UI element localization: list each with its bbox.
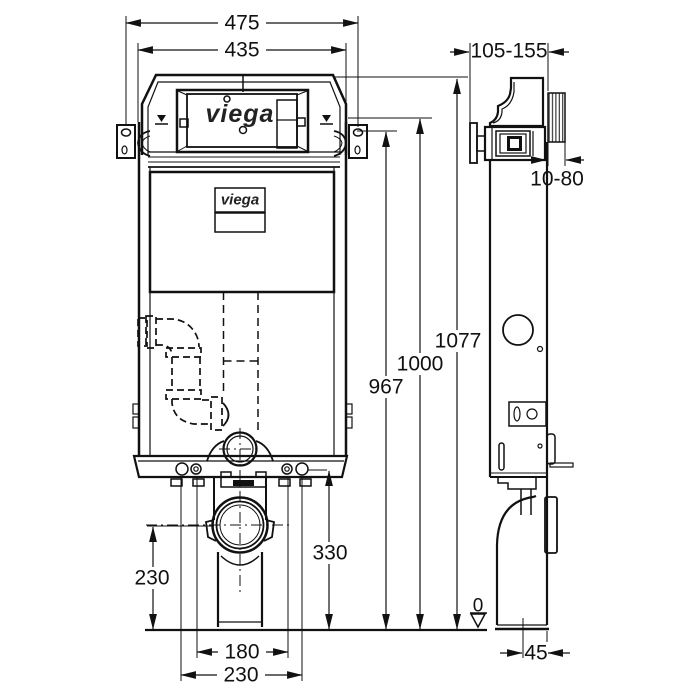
hidden-pipework <box>137 292 259 432</box>
dim-fixing-width: 230 <box>223 664 258 687</box>
support-foot <box>495 477 558 631</box>
top-bracket <box>488 76 545 128</box>
logo-dot-icon <box>223 95 231 103</box>
wall-section <box>547 92 566 143</box>
extension-lines <box>125 16 566 681</box>
logo-dot-icon <box>238 125 248 135</box>
top-cover-plate: viega <box>140 73 348 155</box>
dim-install-depth: 105-155 <box>470 40 547 63</box>
frame-column <box>488 142 574 625</box>
wall-bracket-right <box>333 124 368 159</box>
plate-button-panel <box>276 99 298 149</box>
dimension-text-backgrounds <box>128 12 548 686</box>
tank-label-box <box>214 187 266 213</box>
datum-zero-symbol <box>469 612 487 629</box>
viega-logo-plate: viega <box>206 100 275 128</box>
dim-inner-width: 435 <box>224 39 259 62</box>
dim-rail-height: 330 <box>312 542 347 565</box>
dim-wall-thickness: 10-80 <box>530 168 584 191</box>
dim-datum-level: 0 <box>473 596 484 617</box>
dim-overall-width: 475 <box>224 12 259 35</box>
viega-logo-tank: viega <box>221 192 259 209</box>
wall-bracket-left <box>116 124 151 159</box>
drain-outlet <box>146 428 292 627</box>
dimension-labels: 475 435 105-155 10-80 1077 1000 967 330 … <box>134 12 583 687</box>
water-level-icon <box>155 115 333 125</box>
flush-fitting <box>469 122 547 164</box>
dim-outlet-height: 230 <box>134 567 169 590</box>
dim-foot-depth: 45 <box>524 642 547 665</box>
dimensions: 475 435 105-155 10-80 1077 1000 967 330 … <box>125 12 584 687</box>
top-rails <box>148 151 340 168</box>
dimension-lines <box>125 19 584 679</box>
dim-bracket-height: 967 <box>368 376 403 399</box>
dim-frame-height: 1000 <box>397 353 444 376</box>
dim-total-height: 1077 <box>435 330 482 353</box>
dim-bolt-spacing: 180 <box>224 641 259 664</box>
cistern-tank: viega <box>148 170 336 294</box>
bottom-rail <box>132 454 349 488</box>
front-view: viega <box>116 73 368 627</box>
side-view <box>469 76 574 631</box>
